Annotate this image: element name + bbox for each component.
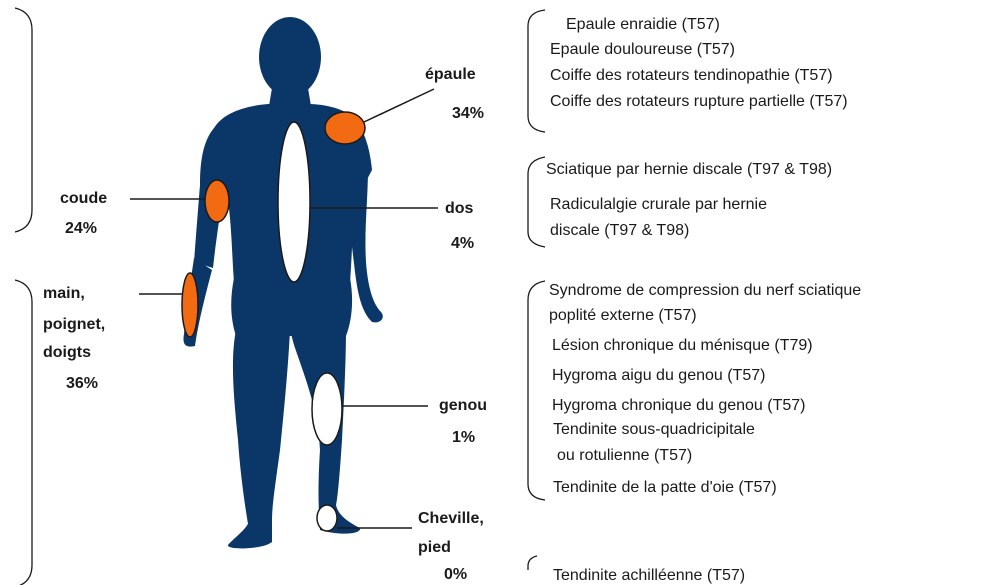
epaule-leader — [363, 88, 435, 123]
coude-marker — [204, 179, 230, 223]
condition-item: ou rotulienne (T57) — [557, 447, 693, 464]
condition-item: Coiffe des rotateurs tendinopathie (T57) — [550, 67, 833, 84]
condition-item: Lésion chronique du ménisque (T79) — [552, 337, 813, 354]
left-brace-top — [14, 7, 33, 233]
hips — [231, 278, 353, 336]
main-percent: 36% — [66, 375, 99, 392]
head — [259, 17, 321, 97]
condition-item: Epaule douloureuse (T57) — [550, 41, 736, 58]
left-foot — [227, 520, 272, 549]
cheville-label-line1: Cheville, — [418, 510, 484, 527]
genou-label: genou — [439, 397, 487, 414]
condition-item: Tendinite sous-quadricipitale — [553, 421, 755, 438]
main-marker — [181, 272, 199, 338]
braces — [14, 7, 546, 585]
condition-item: Tendinite achilléenne (T57) — [553, 567, 746, 584]
left-brace-bottom — [14, 279, 33, 585]
brace-genou — [527, 280, 546, 501]
condition-item: Tendinite de la patte d'oie (T57) — [553, 479, 777, 496]
condition-item: Radiculalgie crurale par hernie — [550, 196, 768, 213]
epaule-label: épaule — [425, 66, 476, 83]
right-arm — [348, 118, 383, 323]
dos-label: dos — [445, 200, 474, 217]
condition-item: Coiffe des rotateurs rupture partielle (… — [550, 93, 848, 110]
coude-label: coude — [60, 190, 108, 207]
epaule-percent: 34% — [452, 105, 485, 122]
cheville-label-line2: pied — [418, 539, 451, 556]
human-silhouette — [183, 17, 383, 549]
condition-item: Sciatique par hernie discale (T97 & T98) — [546, 161, 833, 178]
main-label-line3: doigts — [43, 344, 91, 361]
main-label-line2: poignet, — [43, 316, 106, 333]
dos-marker — [277, 121, 311, 283]
epaule-marker — [324, 111, 366, 145]
dos-percent: 4% — [451, 235, 475, 252]
genou-marker — [311, 372, 343, 446]
condition-item: poplité externe (T57) — [549, 307, 697, 324]
cheville-percent: 0% — [444, 566, 468, 583]
genou-percent: 1% — [452, 429, 476, 446]
left-leg — [232, 330, 290, 529]
condition-item: Hygroma aigu du genou (T57) — [552, 367, 766, 384]
cheville-marker — [316, 504, 338, 532]
condition-item: Hygroma chronique du genou (T57) — [552, 397, 806, 414]
condition-item: Epaule enraidie (T57) — [566, 16, 720, 33]
brace-epaule — [527, 9, 546, 133]
coude-percent: 24% — [65, 220, 98, 237]
main-label-line1: main, — [43, 285, 85, 302]
brace-dos — [527, 156, 546, 248]
condition-item: discale (T97 & T98) — [550, 222, 690, 239]
brace-cheville — [527, 555, 538, 570]
leader-lines — [130, 88, 438, 529]
condition-item: Syndrome de compression du nerf sciatiqu… — [549, 282, 862, 299]
